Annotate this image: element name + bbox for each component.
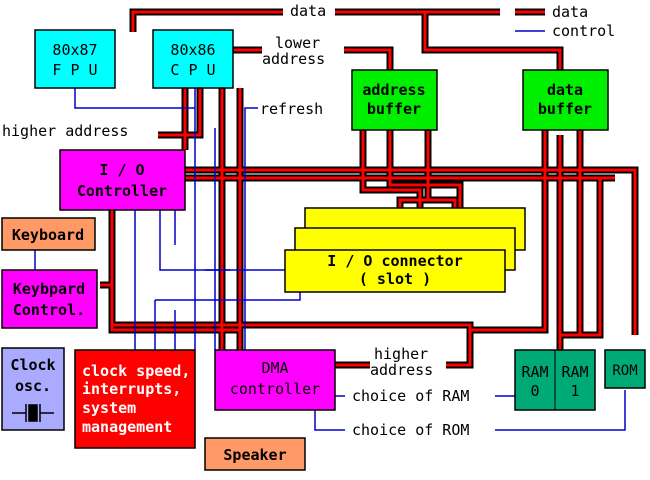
system-management-line-3: system bbox=[82, 399, 136, 417]
fpu-block: 80x87 F P U bbox=[34, 29, 116, 89]
dma-controller-label-2: controller bbox=[230, 380, 320, 398]
fpu-label-1: 80x87 bbox=[52, 41, 97, 59]
cpu-label-1: 80x86 bbox=[170, 41, 215, 59]
control-lines bbox=[34, 88, 626, 431]
clock-osc-block: Clock osc. bbox=[1, 347, 65, 431]
higher-address-top-label: higher address bbox=[2, 122, 128, 140]
rom-label: ROM bbox=[612, 363, 637, 379]
data-buffer-label-2: buffer bbox=[538, 100, 592, 118]
io-connector-block: I / O connector ( slot ) bbox=[284, 207, 526, 293]
clock-osc-label-2: osc. bbox=[15, 377, 51, 395]
io-controller-block: I / O Controller bbox=[59, 149, 186, 211]
ram-0-index: 0 bbox=[530, 382, 539, 400]
ram-1-label: RAM bbox=[561, 363, 588, 381]
system-management-line-2: interrupts, bbox=[82, 380, 181, 398]
dma-controller-label-1: DMA bbox=[261, 359, 288, 377]
address-buffer-block: address buffer bbox=[351, 69, 438, 131]
ram-0-label: RAM bbox=[521, 363, 548, 381]
keyboard-control-block: Keybpard Control. bbox=[1, 269, 98, 329]
keyboard-control-label-2: Control. bbox=[13, 301, 85, 319]
data-buffer-label-1: data bbox=[547, 81, 583, 99]
cpu-label-2: C P U bbox=[170, 61, 215, 79]
speaker-label: Speaker bbox=[223, 446, 286, 464]
choice-of-ram-label: choice of RAM bbox=[352, 387, 469, 405]
ram-1-index: 1 bbox=[570, 382, 579, 400]
keyboard-control-label-1: Keybpard bbox=[13, 280, 85, 298]
legend: data control bbox=[515, 3, 615, 40]
system-management-line-4: management bbox=[82, 418, 172, 436]
keyboard-block: Keyboard bbox=[1, 217, 96, 251]
clock-osc-label-1: Clock bbox=[10, 356, 55, 374]
ram-block: RAM 0 RAM 1 bbox=[514, 349, 596, 411]
choice-of-rom-label: choice of ROM bbox=[352, 421, 469, 439]
lower-address-label: lower bbox=[275, 34, 320, 52]
higher-address-bottom-label: higher bbox=[374, 345, 428, 363]
rom-block: ROM bbox=[604, 349, 646, 389]
legend-control-label: control bbox=[552, 22, 615, 40]
address-buffer-label-1: address bbox=[362, 81, 425, 99]
higher-address-bottom-label-2: address bbox=[370, 361, 433, 379]
data-buses bbox=[100, 8, 639, 369]
system-management-line-1: clock speed, bbox=[82, 362, 190, 380]
cpu-block: 80x86 C P U bbox=[152, 29, 234, 89]
keyboard-label: Keyboard bbox=[12, 226, 84, 244]
io-controller-label-2: Controller bbox=[77, 182, 167, 200]
dma-controller-block: DMA controller bbox=[214, 349, 336, 411]
system-management-block: clock speed, interrupts, system manageme… bbox=[74, 349, 196, 449]
fpu-label-2: F P U bbox=[52, 61, 97, 79]
lower-address-label-2: address bbox=[262, 50, 325, 68]
io-connector-label-2: ( slot ) bbox=[359, 270, 431, 288]
io-controller-label-1: I / O bbox=[99, 161, 144, 179]
legend-data-label: data bbox=[552, 3, 588, 21]
bus-labels: data lower address refresh higher addres… bbox=[0, 2, 469, 439]
data-bus-label: data bbox=[290, 2, 326, 20]
speaker-block: Speaker bbox=[204, 437, 306, 471]
crystal-icon bbox=[12, 404, 54, 422]
data-buffer-block: data buffer bbox=[522, 69, 609, 131]
address-buffer-label-2: buffer bbox=[367, 100, 421, 118]
refresh-label: refresh bbox=[260, 100, 323, 118]
io-connector-label-1: I / O connector bbox=[327, 252, 462, 270]
